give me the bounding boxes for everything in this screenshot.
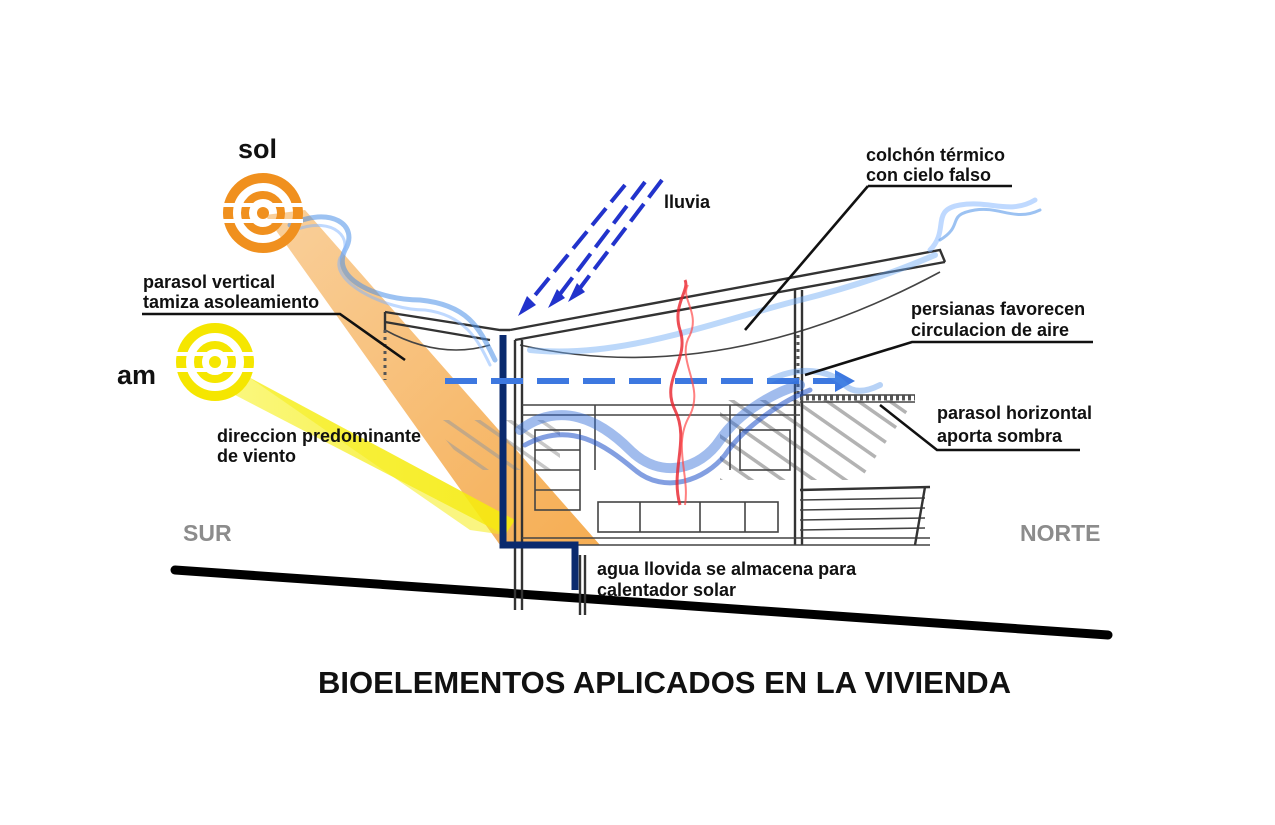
agua-llovida-label: agua llovida se almacena para xyxy=(597,559,857,579)
wind-direction-arrow xyxy=(445,370,855,392)
ground-line xyxy=(170,565,1113,640)
am-sun-icon xyxy=(176,323,254,401)
diagram-title: BIOELEMENTOS APLICADOS EN LA VIVIENDA xyxy=(318,665,1011,700)
circulacion-aire-label: circulacion de aire xyxy=(911,320,1069,340)
wind-smoke xyxy=(287,197,1042,486)
persianas-label: persianas favorecen xyxy=(911,299,1085,319)
house-roof xyxy=(383,248,947,359)
yellow-sun-ray-wide xyxy=(250,378,515,535)
north-balcony xyxy=(799,485,931,546)
south-label: SUR xyxy=(183,520,232,546)
calentador-solar-label: calentador solar xyxy=(597,580,736,600)
leader-lines xyxy=(142,184,1093,452)
tamiza-asoleamiento-label: tamiza asoleamiento xyxy=(143,292,319,312)
sun-rays xyxy=(235,210,600,545)
sol-sun-icon xyxy=(223,173,303,253)
rain-arrowheads xyxy=(518,283,585,316)
vertical-parasol-louvers xyxy=(383,330,800,395)
cielo-falso-label: con cielo falso xyxy=(866,165,991,185)
north-label: NORTE xyxy=(1020,520,1101,546)
colchon-termico-label: colchón térmico xyxy=(866,145,1005,165)
de-viento-label: de viento xyxy=(217,446,296,466)
rainwater-downpipe xyxy=(499,335,579,590)
house-frame xyxy=(513,290,930,615)
shade-hatching-center xyxy=(430,420,560,470)
aporta-sombra-label: aporta sombra xyxy=(937,426,1063,446)
am-label: am xyxy=(117,360,156,390)
direccion-viento-label: direccion predominante xyxy=(217,426,421,446)
parasol-vertical-label: parasol vertical xyxy=(143,272,275,292)
shade-hatching-north xyxy=(720,400,915,480)
lluvia-label: lluvia xyxy=(664,192,711,212)
rain-arrows xyxy=(525,178,664,307)
parasol-horizontal-label: parasol horizontal xyxy=(937,403,1092,423)
heat-plume xyxy=(669,279,696,506)
sol-label: sol xyxy=(238,134,277,164)
